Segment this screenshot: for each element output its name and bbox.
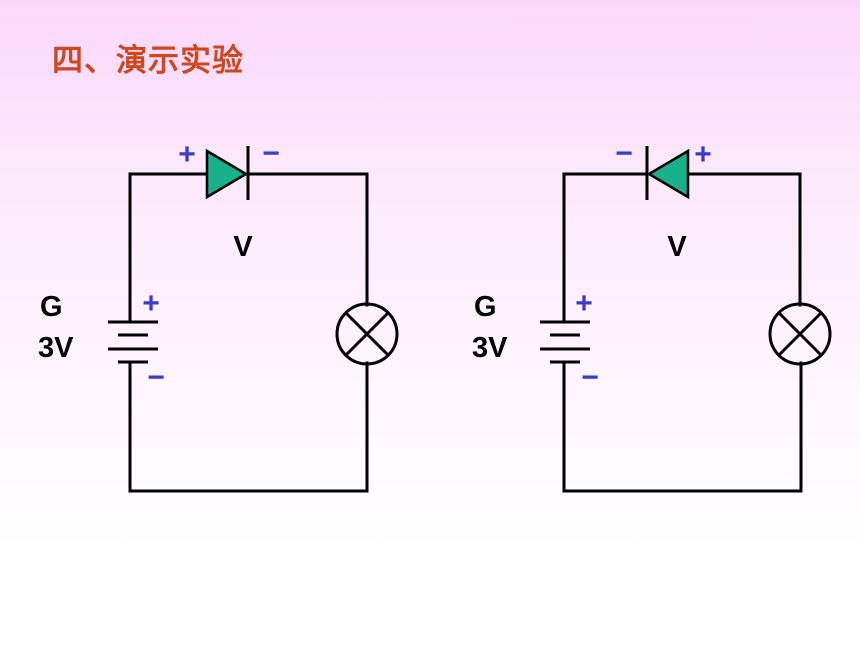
- circuit-1-battery-label: G: [40, 291, 63, 323]
- circuit-1-wire-top-right: [246, 172, 369, 307]
- circuit-2-battery-minus: −: [581, 361, 599, 394]
- circuit-2-lamp-icon: [768, 302, 832, 366]
- circuit-2-battery-icon: [540, 320, 590, 364]
- circuit-2-battery-label: G: [474, 291, 497, 323]
- circuit-2-wire-bottom: [562, 360, 803, 493]
- circuit-1-diode-left-sign: +: [178, 138, 196, 171]
- circuit-2-wire-top-right: [686, 172, 802, 307]
- circuit-1-battery-minus: −: [147, 361, 165, 394]
- circuit-2-battery-plus: +: [575, 287, 593, 320]
- circuit-1-battery-plus: +: [142, 287, 160, 320]
- circuit-2-diode-left-sign: −: [615, 137, 633, 170]
- circuit-2-diode-right-sign: +: [694, 138, 712, 171]
- circuit-1: + − V G 3V + −: [38, 137, 399, 493]
- circuit-1-wire-bottom: [128, 360, 369, 493]
- circuit-2: − + V G 3V + −: [472, 137, 832, 493]
- circuit-1-diode: [205, 146, 250, 200]
- circuit-1-battery-icon: [108, 320, 158, 364]
- circuit-2-battery-voltage: 3V: [472, 332, 508, 364]
- circuit-2-diode: [645, 146, 690, 200]
- circuit-1-diode-triangle: [205, 148, 249, 200]
- circuit-1-battery-voltage: 3V: [38, 332, 74, 364]
- circuit-1-diode-label: V: [233, 231, 253, 263]
- circuit-1-diode-right-sign: −: [262, 137, 280, 170]
- slide-title: 四、演示实验: [52, 43, 244, 79]
- circuit-2-diode-triangle: [646, 148, 690, 200]
- circuit-2-diode-label: V: [667, 231, 687, 263]
- circuit-1-lamp-icon: [335, 302, 399, 366]
